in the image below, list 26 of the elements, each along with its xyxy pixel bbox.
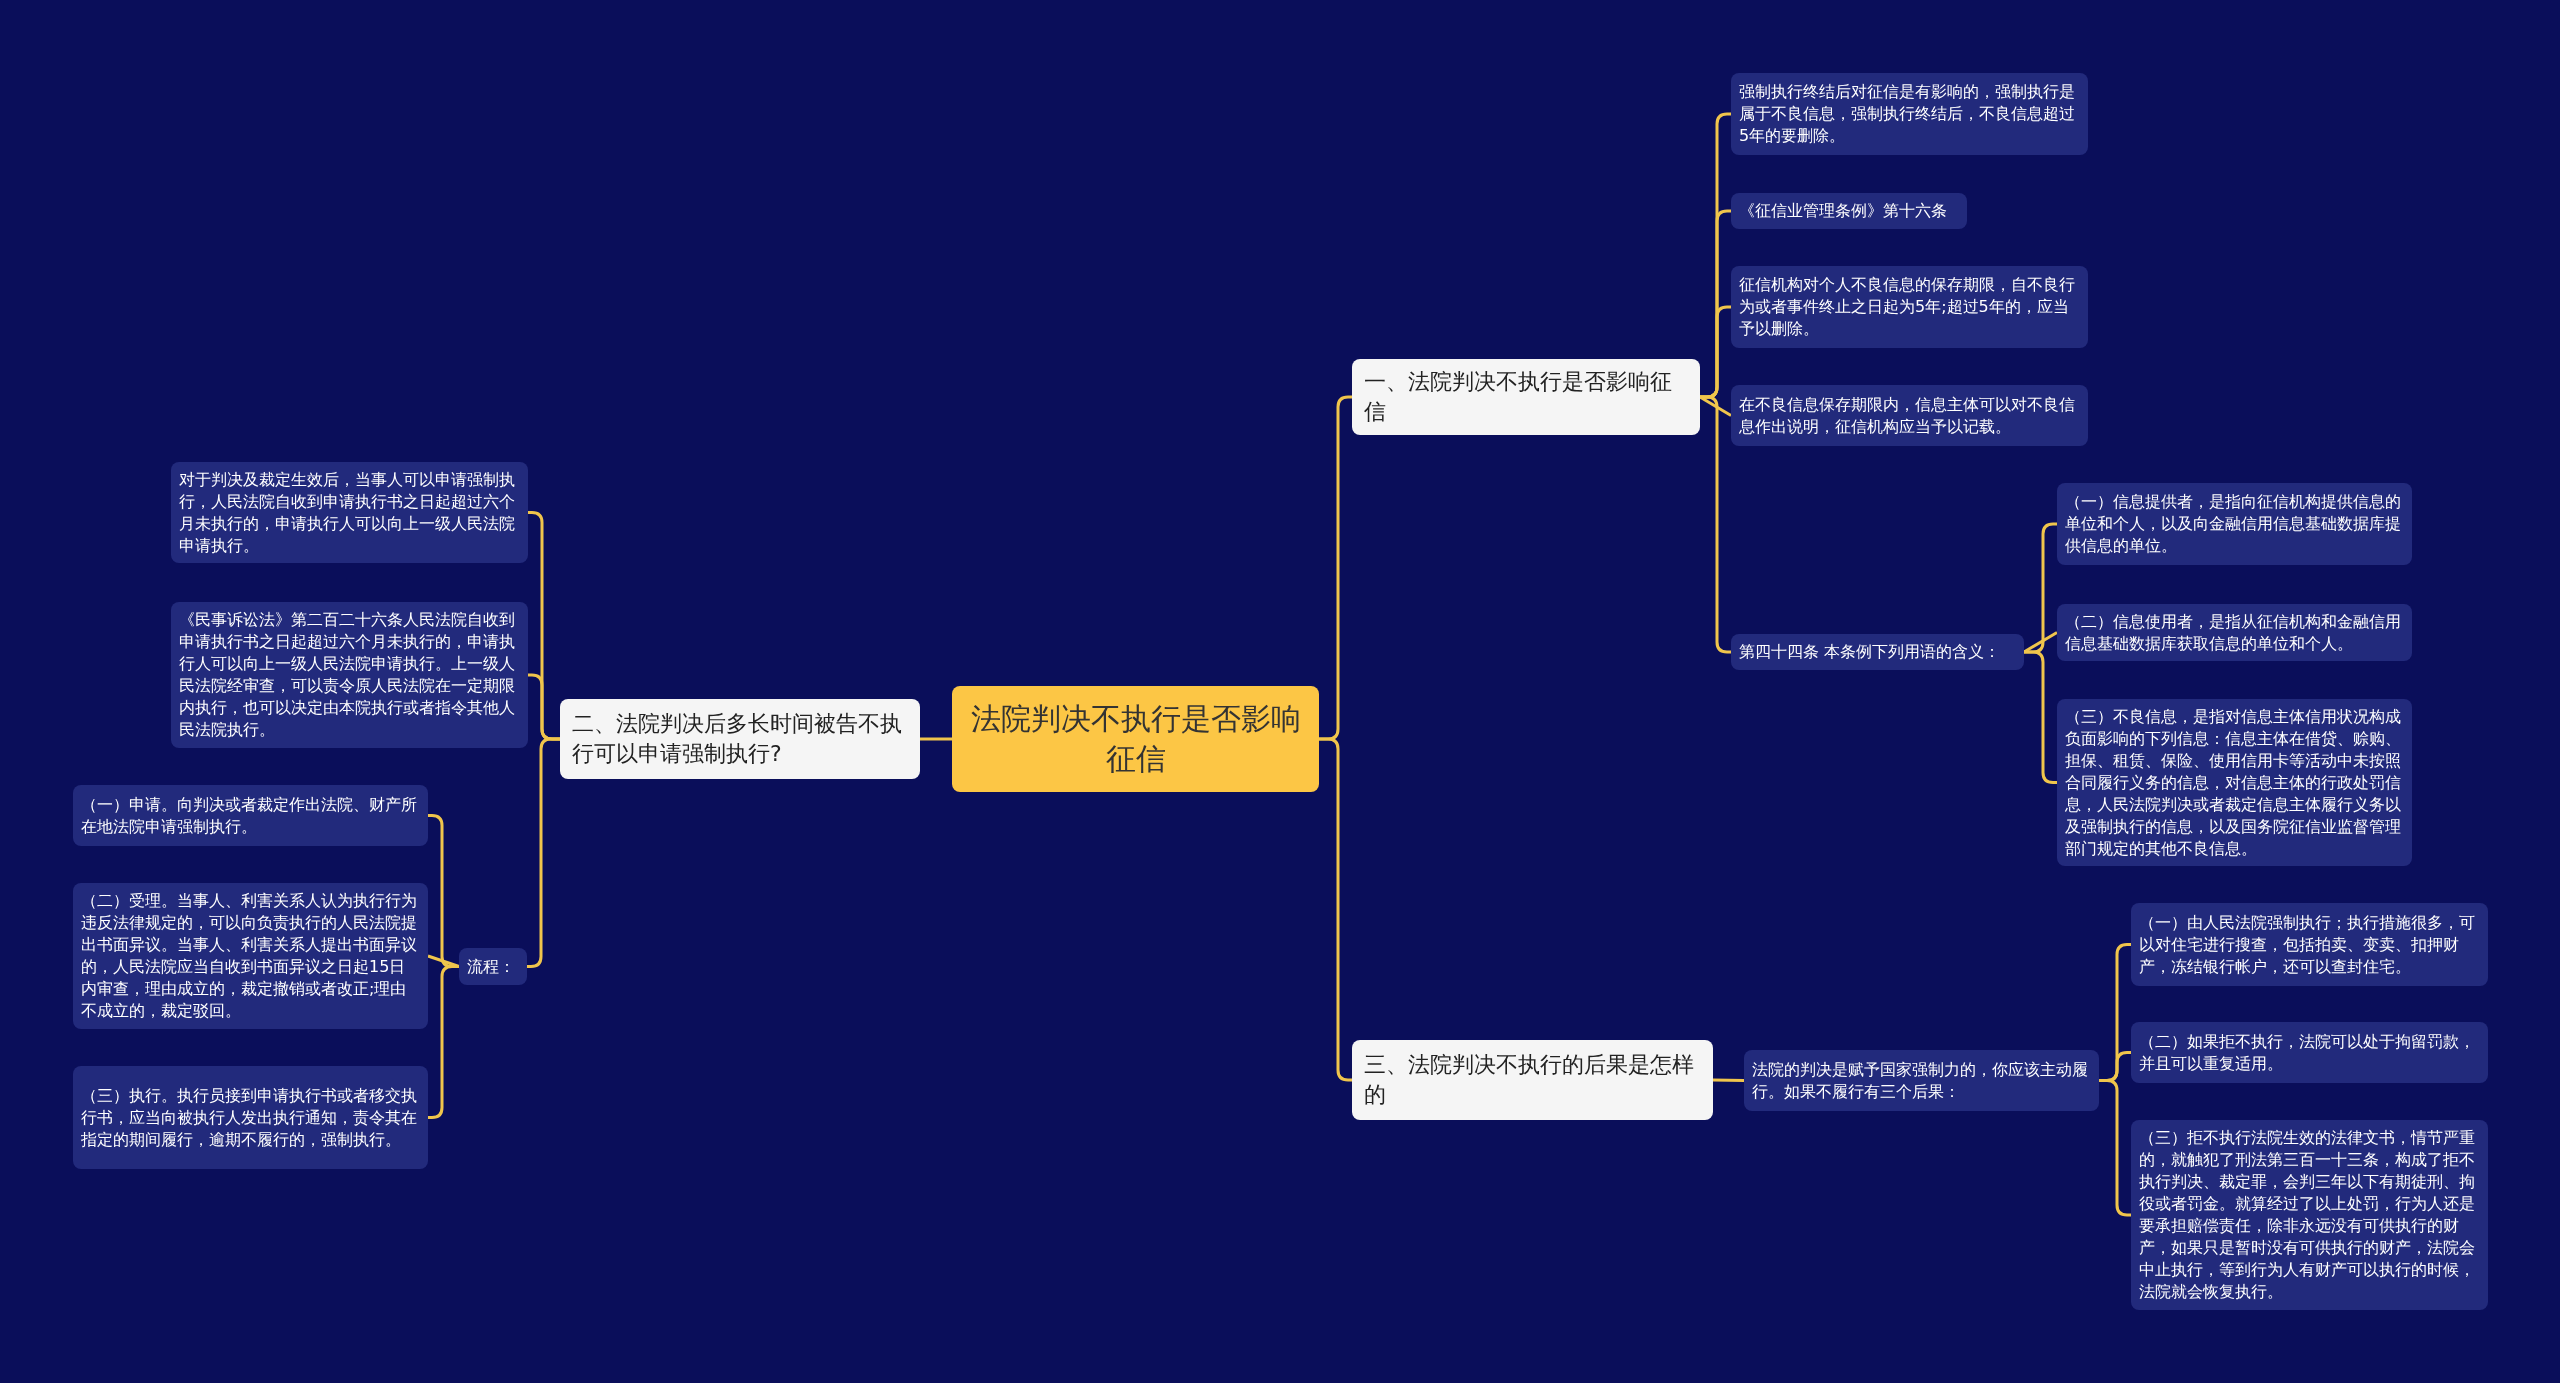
subtopic-box: （二）信息使用者，是指从征信机构和金融信用信息基础数据库获取信息的单位和个人。 <box>2057 604 2412 661</box>
topic-box: 一、法院判决不执行是否影响征信 <box>1352 359 1700 435</box>
subtopic-box: （三）执行。执行员接到申请执行书或者移交执行书，应当向被执行人发出执行通知，责令其在指定的期间履行，逾期不履行的，强制执行。 <box>73 1066 428 1169</box>
subtopic-box: 第四十四条 本条例下列用语的含义： <box>1731 634 2024 670</box>
subtopic-box: （一）申请。向判决或者裁定作出法院、财产所在地法院申请强制执行。 <box>73 785 428 846</box>
central-topic-box: 法院判决不执行是否影响征信 <box>952 686 1319 792</box>
subtopic-box: 对于判决及裁定生效后，当事人可以申请强制执行，人民法院自收到申请执行书之日起超过六个月未执行的，申请执行人可以向上一级人民法院申请执行。 <box>171 462 528 563</box>
subtopic-box: （二）如果拒不执行，法院可以处于拘留罚款，并且可以重复适用。 <box>2131 1022 2488 1083</box>
connector-line <box>920 737 952 741</box>
subtopic-box: 在不良信息保存期限内，信息主体可以对不良信息作出说明，征信机构应当予以记载。 <box>1731 385 2088 446</box>
subtopic-box: （三）不良信息，是指对信息主体信用状况构成负面影响的下列信息：信息主体在借贷、赊购、担保、租赁、保险、使用信用卡等活动中未按照合同履行义务的信息，对信息主体的行政处罚信息，人民法院判决或者裁定信息主体履行义务以及强制执行的信息，以及国务院征信业监督管理部门规定的其他不良信息。 <box>2057 699 2412 866</box>
subtopic-box: 强制执行终结后对征信是有影响的，强制执行是属于不良信息，强制执行终结后，不良信息超过5年的要删除。 <box>1731 73 2088 155</box>
connector-line <box>2023 631 2058 654</box>
subtopic-box: 《征信业管理条例》第十六条 <box>1731 193 1967 229</box>
subtopic-box: （一）信息提供者，是指向征信机构提供信息的单位和个人，以及向金融信用信息基础数据库提供信息的单位。 <box>2057 483 2412 565</box>
subtopic-box: 征信机构对个人不良信息的保存期限，自不良行为或者事件终止之日起为5年;超过5年的，应当予以删除。 <box>1731 266 2088 348</box>
connector-line <box>1712 1078 1745 1082</box>
subtopic-box: 《民事诉讼法》第二百二十六条人民法院自收到申请执行书之日起超过六个月未执行的，申请执行人可以向上一级人民法院申请执行。上一级人民法院经审查，可以责令原人民法院在一定期限内执行，也可以决定由本院执行或者指令其他人民法院执行。 <box>171 602 528 748</box>
topic-box: 二、法院判决后多长时间被告不执行可以申请强制执行? <box>560 699 920 779</box>
subtopic-box: 流程： <box>459 948 527 985</box>
subtopic-box: 法院的判决是赋予国家强制力的，你应该主动履行。如果不履行有三个后果： <box>1744 1050 2099 1111</box>
subtopic-box: （二）受理。当事人、利害关系人认为执行行为违反法律规定的，可以向负责执行的人民法院提出书面异议。当事人、利害关系人提出书面异议的，人民法院应当自收到书面异议之日起15日内审查，理由成立的，裁定撤销或者改正;理由不成立的，裁定驳回。 <box>73 883 428 1029</box>
subtopic-box: （一）由人民法院强制执行；执行措施很多，可以对住宅进行搜查，包括拍卖、变卖、扣押财产，冻结银行帐户，还可以查封住宅。 <box>2131 903 2488 986</box>
connector-line <box>427 954 460 968</box>
subtopic-box: （三）拒不执行法院生效的法律文书，情节严重的，就触犯了刑法第三百一十三条，构成了拒不执行判决、裁定罪，会判三年以下有期徒刑、拘役或者罚金。就算经过了以上处罚，行为人还是要承担赔偿责任，除非永远没有可供执行的财产，如果只是暂时没有可供执行的财产，法院会中止执行，等到行为人有财产可以执行的时候，法院就会恢复执行。 <box>2131 1120 2488 1310</box>
topic-box: 三、法院判决不执行的后果是怎样的 <box>1352 1040 1713 1120</box>
